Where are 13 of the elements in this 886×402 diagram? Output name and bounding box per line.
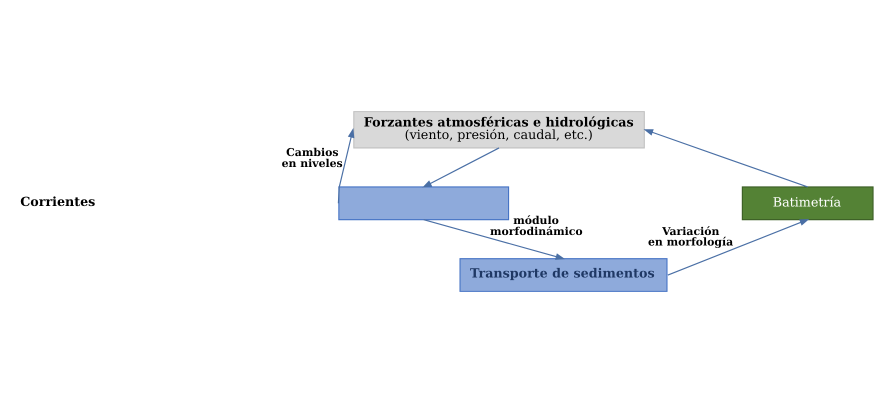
arrow — [422, 146, 500, 188]
node-box: Transporte de sedimentos — [459, 258, 668, 292]
edge-label: módulo morfodinámico — [490, 214, 583, 238]
node-box: Batimetría — [742, 186, 874, 220]
node-box: Forzantes atmosféricas e hidrológicas (viento, presión, caudal, etc.) — [353, 110, 645, 148]
arrow — [668, 218, 810, 276]
label: Corrientes — [20, 193, 96, 208]
arrow — [424, 218, 566, 260]
arrow — [338, 128, 354, 203]
edge-label: Variación en morfología — [648, 224, 734, 248]
node-box — [338, 186, 510, 220]
edge-label: Cambios en niveles — [282, 145, 343, 170]
arrow — [644, 128, 808, 188]
